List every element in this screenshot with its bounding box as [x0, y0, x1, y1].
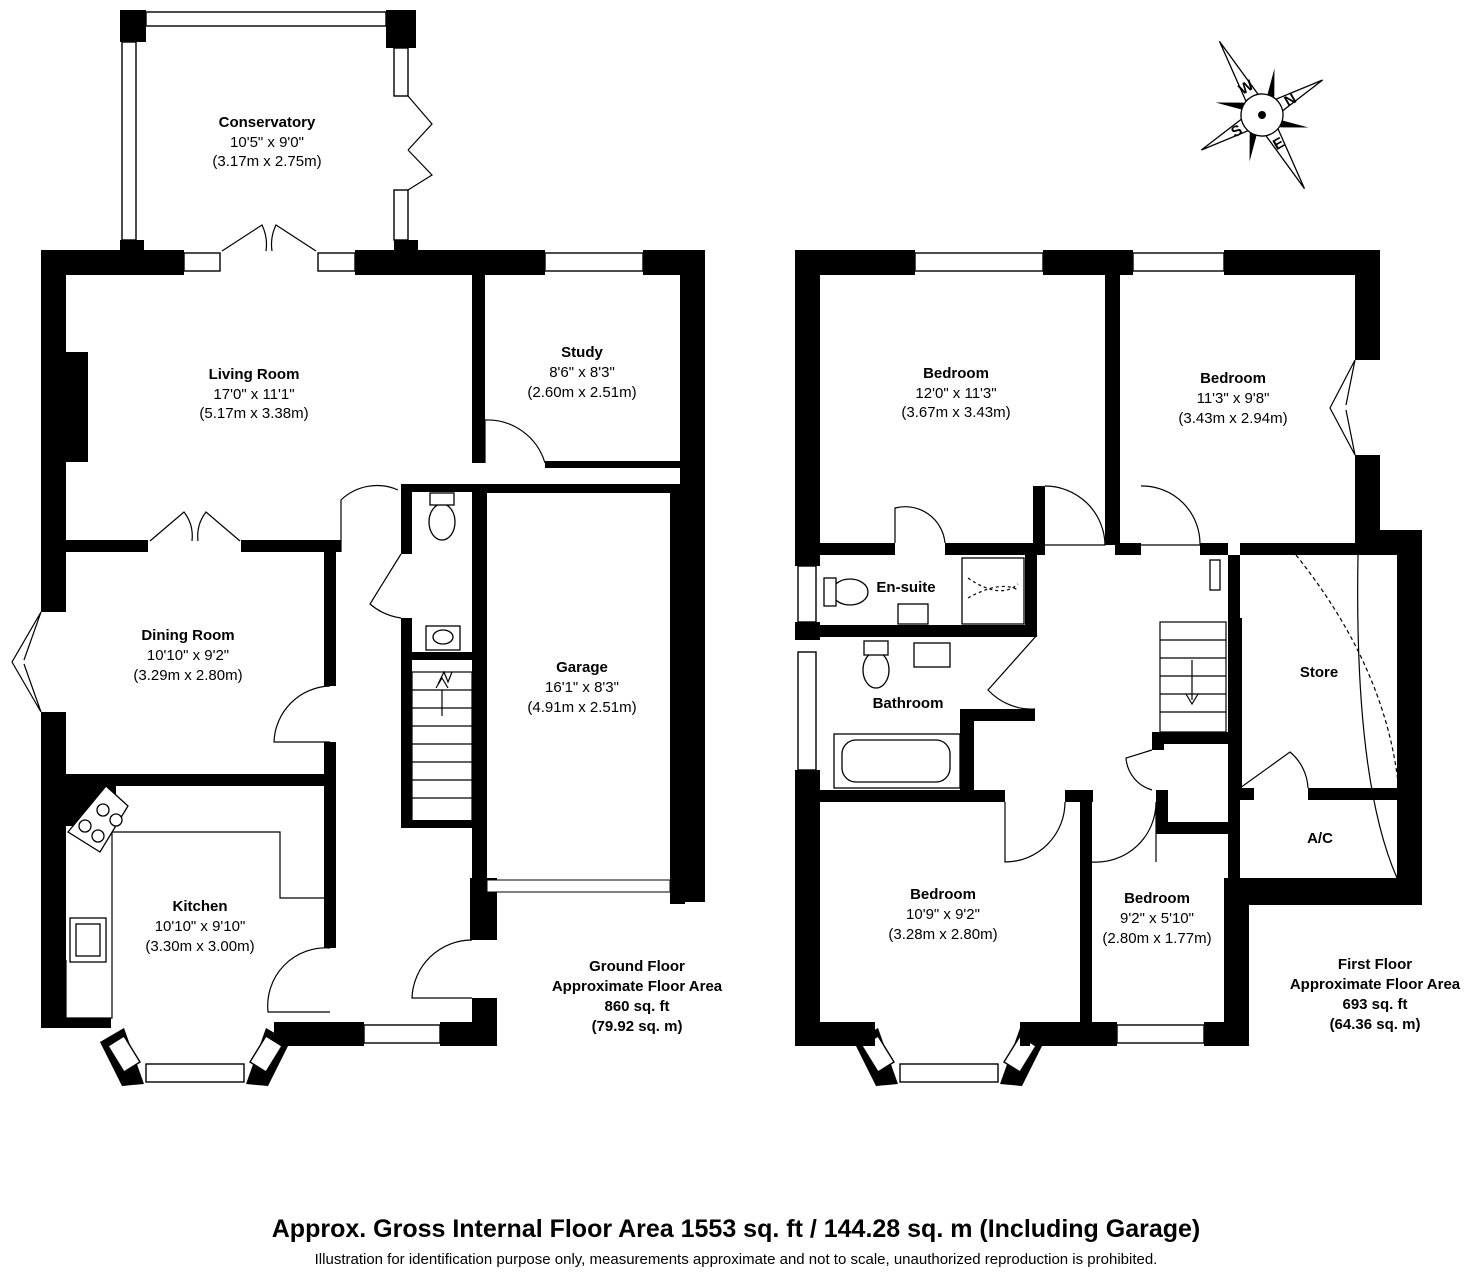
- room-name: Store: [1300, 664, 1338, 681]
- room-name: Living Room: [209, 366, 300, 383]
- compass-rose: S W E N: [1200, 41, 1324, 189]
- room-size-metric: (2.60m x 2.51m): [527, 384, 636, 401]
- room-label-ac: A/C: [1307, 830, 1333, 847]
- first-floor-bay-window: [854, 1022, 1044, 1086]
- room-size-metric: (3.28m x 2.80m): [888, 926, 997, 943]
- ground-floor-walls: [41, 10, 705, 1046]
- room-label-bedroom-3: Bedroom 10'9" x 9'2" (3.28m x 2.80m): [888, 886, 997, 943]
- room-label-kitchen: Kitchen 10'10" x 9'10" (3.30m x 3.00m): [145, 898, 254, 955]
- room-size-metric: (3.29m x 2.80m): [133, 667, 242, 684]
- room-size-imperial: 11'3" x 9'8": [1197, 390, 1270, 407]
- room-label-bathroom: Bathroom: [873, 695, 944, 712]
- room-name: Bedroom: [1124, 890, 1190, 907]
- room-name: Bedroom: [923, 365, 989, 382]
- floor-area-label: Approximate Floor Area: [1290, 976, 1461, 993]
- first-floor-fixtures: [823, 557, 1227, 789]
- first-floor-walls: [795, 250, 1422, 1046]
- room-size-imperial: 10'10" x 9'10": [155, 918, 246, 935]
- room-size-imperial: 10'5" x 9'0": [230, 134, 304, 151]
- first-floor-area: First Floor Approximate Floor Area 693 s…: [1290, 956, 1461, 1033]
- room-name: A/C: [1307, 830, 1333, 847]
- floor-area-sqm: (64.36 sq. m): [1330, 1016, 1421, 1033]
- room-size-metric: (2.80m x 1.77m): [1102, 930, 1211, 947]
- floor-title: First Floor: [1338, 956, 1412, 973]
- room-label-bedroom-2: Bedroom 11'3" x 9'8" (3.43m x 2.94m): [1178, 370, 1287, 427]
- room-label-en-suite: En-suite: [876, 579, 935, 596]
- room-name: Garage: [556, 659, 608, 676]
- ground-floor-doors: [11, 95, 546, 1013]
- room-name: En-suite: [876, 579, 935, 596]
- floor-area-sqm: (79.92 sq. m): [592, 1018, 683, 1035]
- room-name: Dining Room: [141, 627, 234, 644]
- room-name: Bedroom: [1200, 370, 1266, 387]
- room-label-study: Study 8'6" x 8'3" (2.60m x 2.51m): [527, 344, 636, 401]
- room-label-garage: Garage 16'1" x 8'3" (4.91m x 2.51m): [527, 659, 636, 716]
- room-name: Study: [561, 344, 603, 361]
- room-label-store: Store: [1300, 664, 1338, 681]
- room-size-imperial: 9'2" x 5'10": [1120, 910, 1194, 927]
- room-name: Bathroom: [873, 695, 944, 712]
- room-size-imperial: 17'0" x 11'1": [213, 386, 294, 403]
- ground-floor-fixtures: [65, 492, 473, 1019]
- room-name: Kitchen: [172, 898, 227, 915]
- room-name: Bedroom: [910, 886, 976, 903]
- room-size-metric: (3.30m x 3.00m): [145, 938, 254, 955]
- room-size-imperial: 10'10" x 9'2": [147, 647, 229, 664]
- ground-floor-area: Ground Floor Approximate Floor Area 860 …: [552, 958, 723, 1035]
- kitchen-bay-window: [100, 1028, 290, 1086]
- first-floor-windows: [797, 252, 1225, 1083]
- room-size-metric: (3.17m x 2.75m): [212, 153, 321, 170]
- floor-area-sqft: 693 sq. ft: [1342, 996, 1407, 1013]
- room-size-metric: (3.67m x 3.43m): [901, 404, 1010, 421]
- room-label-bedroom-1: Bedroom 12'0" x 11'3" (3.67m x 3.43m): [901, 365, 1010, 421]
- floor-area-sqft: 860 sq. ft: [604, 998, 669, 1015]
- room-size-metric: (4.91m x 2.51m): [527, 699, 636, 716]
- ground-floor-windows: [121, 11, 671, 1083]
- first-floor-doors: [894, 359, 1402, 879]
- disclaimer-note: Illustration for identification purpose …: [314, 1251, 1158, 1268]
- room-size-imperial: 12'0" x 11'3": [915, 385, 996, 402]
- room-label-dining-room: Dining Room 10'10" x 9'2" (3.29m x 2.80m…: [133, 627, 242, 684]
- room-label-bedroom-4: Bedroom 9'2" x 5'10" (2.80m x 1.77m): [1102, 890, 1211, 947]
- gross-area-title: Approx. Gross Internal Floor Area 1553 s…: [271, 1215, 1201, 1243]
- floor-area-label: Approximate Floor Area: [552, 978, 723, 995]
- room-size-imperial: 10'9" x 9'2": [906, 906, 980, 923]
- room-label-living-room: Living Room 17'0" x 11'1" (5.17m x 3.38m…: [199, 366, 308, 422]
- room-size-imperial: 16'1" x 8'3": [545, 679, 619, 696]
- room-size-metric: (3.43m x 2.94m): [1178, 410, 1287, 427]
- room-name: Conservatory: [219, 114, 316, 131]
- room-label-conservatory: Conservatory 10'5" x 9'0" (3.17m x 2.75m…: [212, 114, 321, 170]
- room-size-imperial: 8'6" x 8'3": [549, 364, 615, 381]
- floor-title: Ground Floor: [589, 958, 685, 975]
- room-size-metric: (5.17m x 3.38m): [199, 405, 308, 422]
